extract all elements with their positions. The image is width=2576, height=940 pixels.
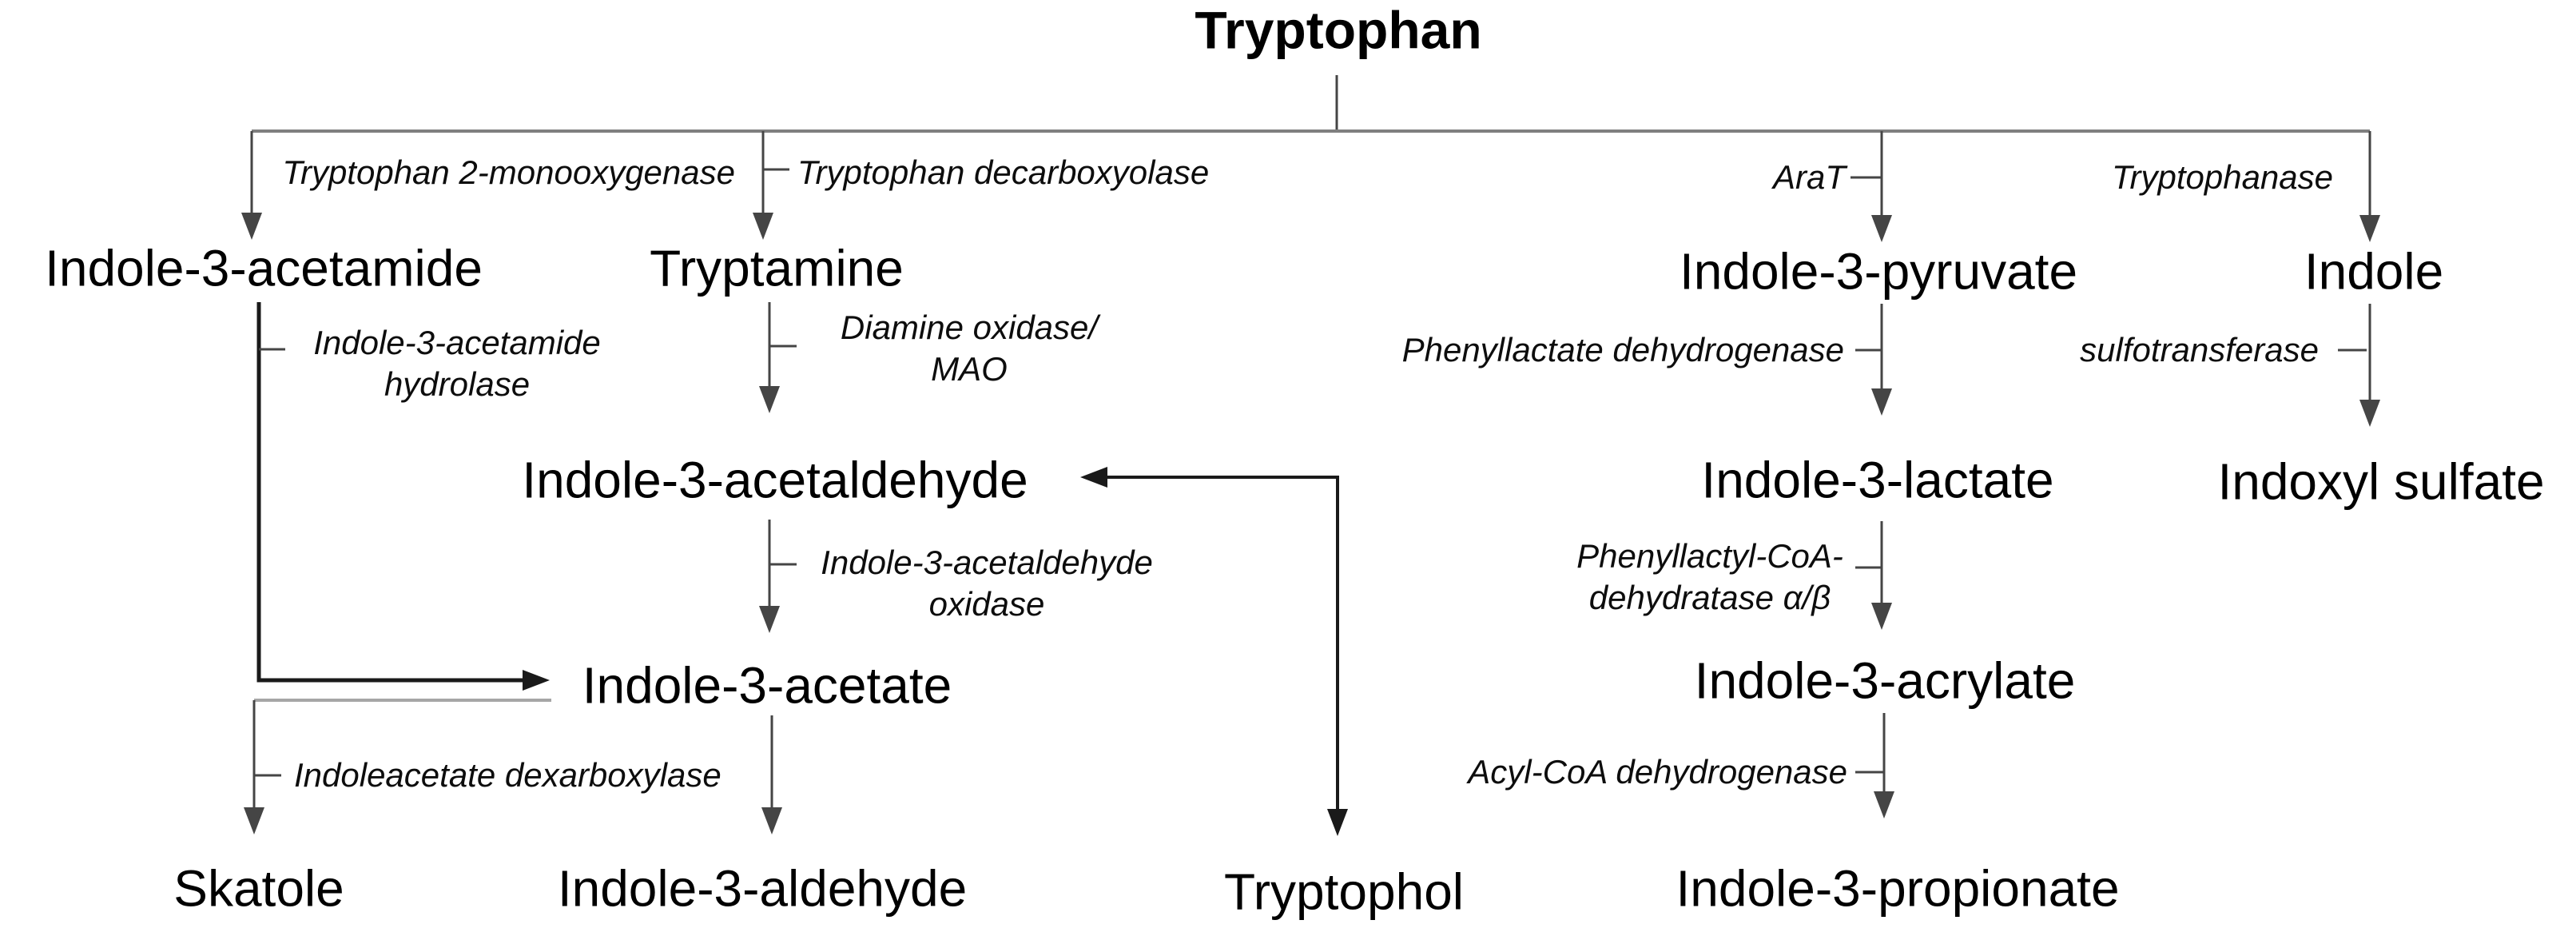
arrowhead-to-tryptamine-end bbox=[753, 213, 773, 240]
node-indole-3-acetamide: Indole-3-acetamide bbox=[45, 239, 483, 297]
node-indole-3-lactate: Indole-3-lactate bbox=[1701, 451, 2054, 509]
node-indole-3-aldehyde: Indole-3-aldehyde bbox=[557, 859, 968, 918]
enzyme-label-sulfotransferase: sulfotransferase bbox=[2080, 330, 2319, 368]
node-indole-3-acetate: Indole-3-acetate bbox=[582, 656, 952, 715]
node-indole: Indole bbox=[2304, 242, 2444, 301]
arrowhead-acetaldehyde-tryptophol-end bbox=[1327, 809, 1348, 836]
node-indole-3-pyruvate: Indole-3-pyruvate bbox=[1679, 242, 2078, 301]
node-indole-3-acrylate: Indole-3-acrylate bbox=[1694, 651, 2076, 710]
enzyme-label-arat: AraT bbox=[1772, 157, 1846, 196]
arrowhead-to-indole-3-pyruvate-end bbox=[1871, 215, 1892, 242]
node-tryptamine: Tryptamine bbox=[650, 239, 904, 297]
arrowhead-tryptamine-to-acetaldehyde-end bbox=[759, 386, 780, 413]
node-indoxyl-sulfate: Indoxyl sulfate bbox=[2217, 452, 2545, 511]
arrowhead-acetate-to-aldehyde-end bbox=[761, 807, 782, 834]
node-tryptophol: Tryptophol bbox=[1224, 862, 1464, 921]
enzyme-label-indoleacetate-dexarboxylase: Indoleacetate dexarboxylase bbox=[294, 755, 722, 794]
enzyme-label-indole-3-acetamide-hydrolase: Indole-3-acetamide hydrolase bbox=[313, 323, 601, 403]
arrowhead-lactate-to-acrylate-end bbox=[1871, 603, 1892, 630]
enzyme-label-diamine-oxidase-mao: Diamine oxidase/ MAO bbox=[840, 308, 1099, 388]
arrowhead-to-indole-end bbox=[2359, 215, 2380, 242]
enzyme-label-tryptophanase: Tryptophanase bbox=[2111, 157, 2333, 196]
node-indole-3-acetaldehyde: Indole-3-acetaldehyde bbox=[522, 451, 1028, 509]
enzyme-label-phenyllactyl-coa-dehydratase: Phenyllactyl-CoA- dehydratase α/β bbox=[1576, 536, 1843, 616]
arrowhead-acetaldehyde-tryptophol-start bbox=[1080, 467, 1107, 488]
arrowhead-acetate-to-skatole-end bbox=[244, 807, 264, 834]
enzyme-label-phenyllactate-dehydrogenase: Phenyllactate dehydrogenase bbox=[1401, 330, 1844, 368]
enzyme-label-tryptophan-decarboxyolase: Tryptophan decarboxyolase bbox=[797, 153, 1210, 191]
arrowhead-pyruvate-to-lactate-end bbox=[1871, 388, 1892, 416]
edge-acetamide-to-acetate bbox=[256, 302, 531, 683]
arrowhead-acrylate-to-propionate-end bbox=[1874, 791, 1894, 819]
enzyme-label-acyl-coa-dehydrogenase: Acyl-CoA dehydrogenase bbox=[1468, 752, 1847, 791]
node-indole-3-propionate: Indole-3-propionate bbox=[1676, 859, 2120, 918]
arrowhead-to-indole-3-acetamide-end bbox=[241, 213, 262, 240]
node-skatole: Skatole bbox=[173, 859, 344, 918]
node-tryptophan: Tryptophan bbox=[1195, 0, 1482, 60]
arrowhead-indole-to-indoxyl-end bbox=[2359, 400, 2380, 427]
edge-acetaldehyde-tryptophol bbox=[1099, 476, 1339, 817]
arrowhead-acetaldehyde-to-acetate-end bbox=[759, 606, 780, 633]
arrowhead-acetamide-to-acetate-end bbox=[523, 670, 550, 691]
enzyme-label-indole-3-acetaldehyde-oxidase: Indole-3-acetaldehyde oxidase bbox=[821, 543, 1153, 623]
enzyme-label-tryptophan-2-monooxygenase: Tryptophan 2-monooxygenase bbox=[282, 153, 735, 191]
